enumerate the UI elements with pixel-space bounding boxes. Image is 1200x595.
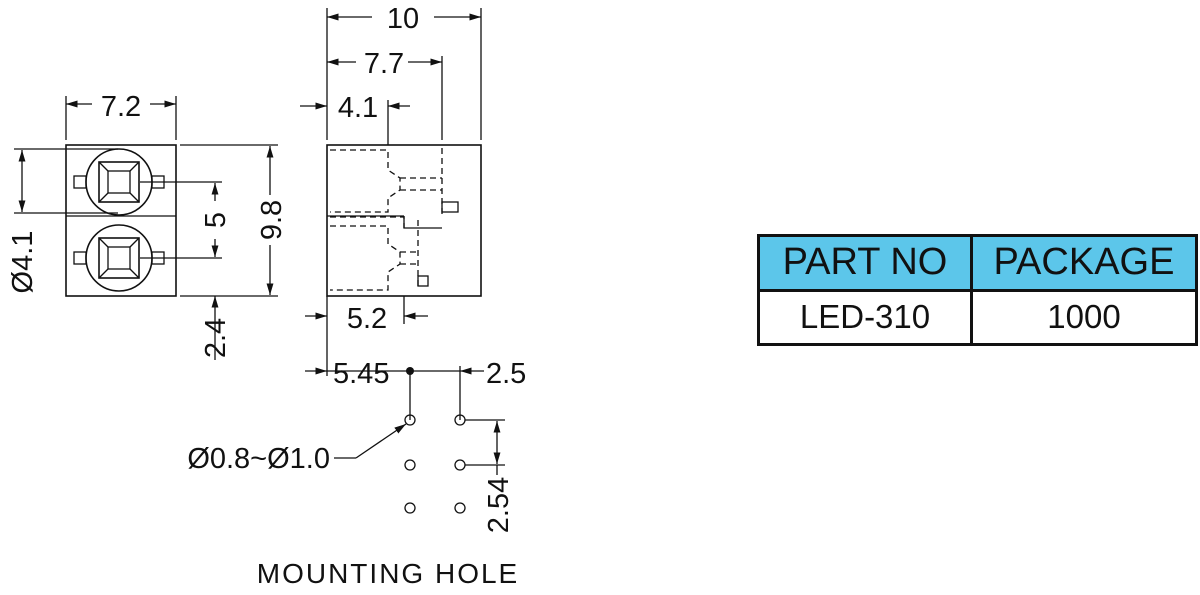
dim-label-9-8: 9.8 bbox=[256, 200, 288, 240]
mounting-hole bbox=[454, 459, 466, 471]
table-cell-part-no: LED-310 bbox=[760, 291, 970, 343]
table-header-part-no: PART NO bbox=[760, 237, 970, 289]
mounting-hole bbox=[404, 414, 416, 426]
dim-label-5: 5 bbox=[200, 212, 232, 228]
dim-lens-pitch: 5 bbox=[140, 181, 232, 259]
dim-label-10: 10 bbox=[387, 3, 419, 35]
spec-table: PART NO PACKAGE LED-310 1000 bbox=[757, 234, 1198, 346]
front-body-outline bbox=[65, 144, 177, 297]
table-cell-package: 1000 bbox=[973, 291, 1195, 343]
dim-label-4-1: 4.1 bbox=[338, 92, 378, 124]
side-hidden-lines bbox=[330, 148, 443, 291]
dim-label-hole-diameter: Ø0.8~Ø1.0 bbox=[187, 443, 330, 475]
dim-label-5-45: 5.45 bbox=[333, 358, 389, 390]
dim-side-5-2: 5.2 bbox=[305, 296, 428, 376]
upper-lens bbox=[73, 148, 165, 216]
dim-front-width: 7.2 bbox=[65, 91, 177, 140]
dim-label-lens-diameter: Ø4.1 bbox=[7, 231, 39, 294]
front-view: 7.2 Ø4.1 5 9.8 2.4 bbox=[7, 91, 288, 360]
side-lead-lower bbox=[417, 275, 429, 287]
dim-label-2-54: 2.54 bbox=[483, 477, 515, 533]
dim-label-7-7: 7.7 bbox=[364, 48, 404, 80]
dim-label-5-2: 5.2 bbox=[347, 303, 387, 335]
dim-side-7-7: 7.7 bbox=[327, 48, 443, 140]
mounting-hole-caption: MOUNTING HOLE bbox=[257, 558, 519, 589]
dim-front-height: 9.8 bbox=[180, 144, 288, 297]
dim-side-4-1: 4.1 bbox=[300, 92, 410, 145]
side-lead-upper bbox=[441, 201, 459, 213]
dim-label-7-2: 7.2 bbox=[101, 91, 141, 123]
dim-label-2-5: 2.5 bbox=[486, 358, 526, 390]
mounting-hole bbox=[454, 502, 466, 514]
dim-lead-offset: 2.4 bbox=[200, 296, 232, 360]
mounting-hole-pattern: 5.45 2.5 2.54 Ø0.8~Ø1.0 MOUNTING HOLE bbox=[187, 358, 526, 589]
dim-lens-diameter: Ø4.1 bbox=[7, 148, 118, 294]
dim-label-2-4: 2.4 bbox=[200, 318, 232, 358]
mounting-hole bbox=[404, 459, 416, 471]
table-header-package: PACKAGE bbox=[973, 237, 1195, 289]
dim-side-length: 10 bbox=[326, 3, 482, 140]
side-view: 10 7.7 4.1 5.2 bbox=[300, 3, 482, 376]
mounting-hole bbox=[404, 502, 416, 514]
